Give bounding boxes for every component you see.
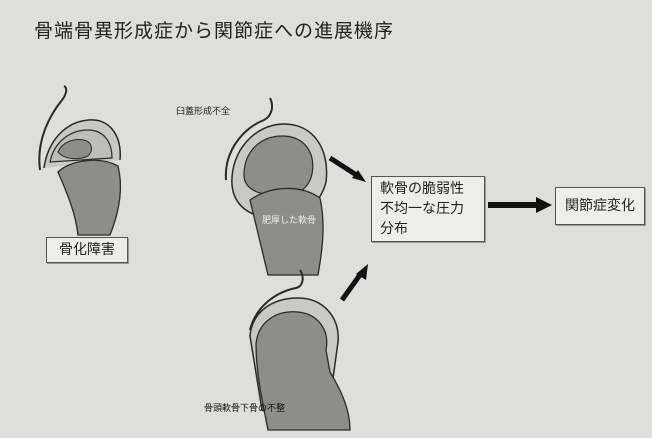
hip-figure-dysplasia: [224, 97, 328, 276]
arrow-to-cartilage-lower: [339, 264, 368, 302]
cartilage-line-1: 軟骨の脆弱性: [380, 181, 464, 197]
diagram-title: 骨端骨異形成症から関節症への進展機序: [34, 20, 395, 42]
label-acetabular-dysplasia: 臼蓋形成不全: [176, 107, 231, 117]
arrow-to-oa: [488, 197, 552, 213]
box-cartilage-pressure: 軟骨の脆弱性 不均一な圧力 分布: [371, 176, 485, 242]
cartilage-line-3: 分布: [380, 221, 408, 237]
box-oa-change: 関節症変化: [555, 187, 645, 225]
cartilage-line-2: 不均一な圧力: [380, 201, 464, 217]
arrow-to-cartilage-upper: [328, 155, 366, 182]
label-thickened-cartilage: 肥厚した軟骨: [262, 216, 317, 226]
label-subchondral-irregular: 骨頭軟骨下骨の不整: [204, 404, 286, 414]
hip-figure-ossification: [38, 85, 122, 236]
hip-figure-subchondral: [249, 269, 351, 431]
box-ossification-disorder: 骨化障害: [46, 237, 128, 263]
